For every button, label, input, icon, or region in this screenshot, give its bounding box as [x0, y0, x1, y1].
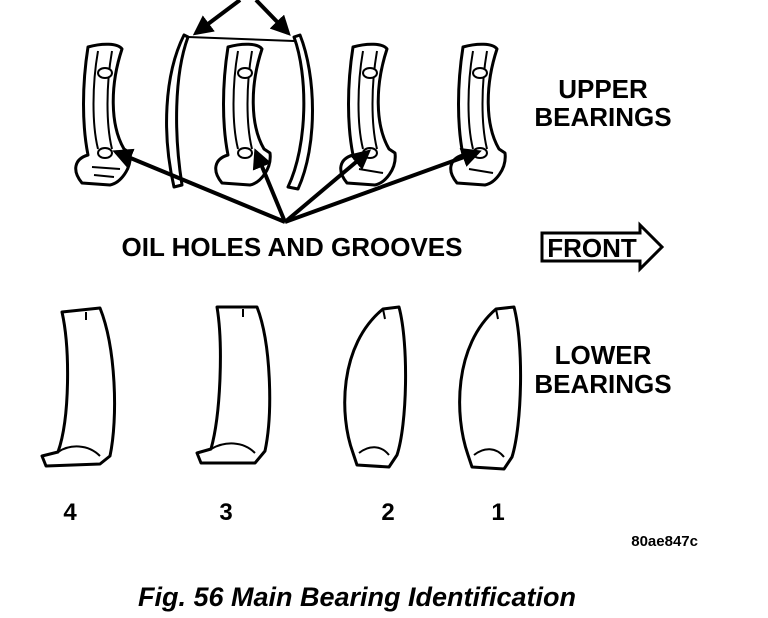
bearing-number-1: 1: [491, 499, 504, 526]
oil-hole-arrows: [112, 148, 482, 224]
bearing-number-3: 3: [219, 499, 232, 526]
figure-code: 80ae847c: [631, 533, 698, 550]
upper-bearing-2: [339, 42, 397, 187]
lower-bearing-2: [343, 305, 408, 469]
lower-bearings-label-line1: LOWER: [555, 340, 652, 370]
lower-bearing-1: [458, 305, 523, 471]
bearing-number-2: 2: [381, 499, 394, 526]
upper-bearing-1: [449, 42, 507, 187]
lower-bearing-4: [40, 306, 117, 468]
lower-bearings-label-line2: BEARINGS: [534, 369, 671, 399]
upper-bearing-3-outer: [165, 33, 314, 191]
upper-bearings-label-line1: UPPER: [558, 74, 648, 104]
front-arrow: FRONT: [540, 221, 665, 273]
upper-bearings-label-line2: BEARINGS: [534, 102, 671, 132]
figure-caption: Fig. 56 Main Bearing Identification: [138, 582, 576, 612]
top-arrows: [192, 0, 291, 36]
lower-bearing-3: [195, 305, 272, 465]
bearing-number-4: 4: [63, 499, 77, 526]
oil-holes-label: OIL HOLES AND GROOVES: [122, 232, 463, 262]
upper-bearing-4: [74, 42, 132, 187]
front-label: FRONT: [547, 233, 637, 263]
